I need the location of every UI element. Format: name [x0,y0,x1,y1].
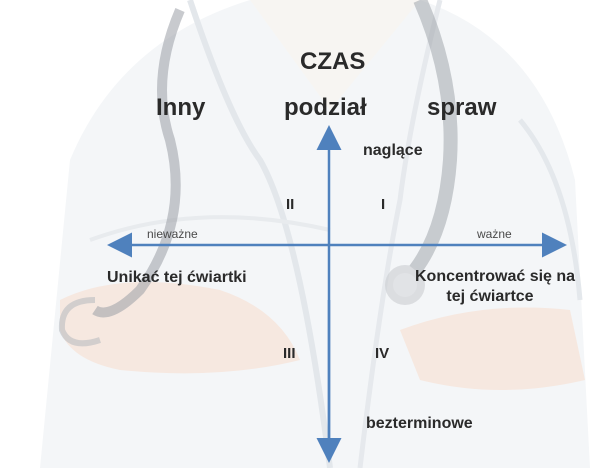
heading-left: Inny [156,96,205,120]
quadrant-label-III: III [283,346,296,361]
quadrant-label-IV: IV [375,346,389,361]
heading-middle: podział [284,96,367,120]
diagram-title: CZAS [300,50,365,74]
axis-label-top: naglące [363,143,423,159]
axis-label-bottom: bezterminowe [366,416,473,432]
axis-label-left: nieważne [147,228,198,240]
note-right-line1: Koncentrować się na [415,269,565,285]
heading-right: spraw [427,96,496,120]
note-right-line2: tej ćwiartce [415,289,565,305]
note-left: Unikać tej ćwiartki [107,270,247,286]
axis-label-right: ważne [477,228,512,240]
note-right: Koncentrować się na tej ćwiartce [415,269,565,305]
quadrant-label-II: II [286,197,294,212]
quadrant-label-I: I [381,197,385,212]
